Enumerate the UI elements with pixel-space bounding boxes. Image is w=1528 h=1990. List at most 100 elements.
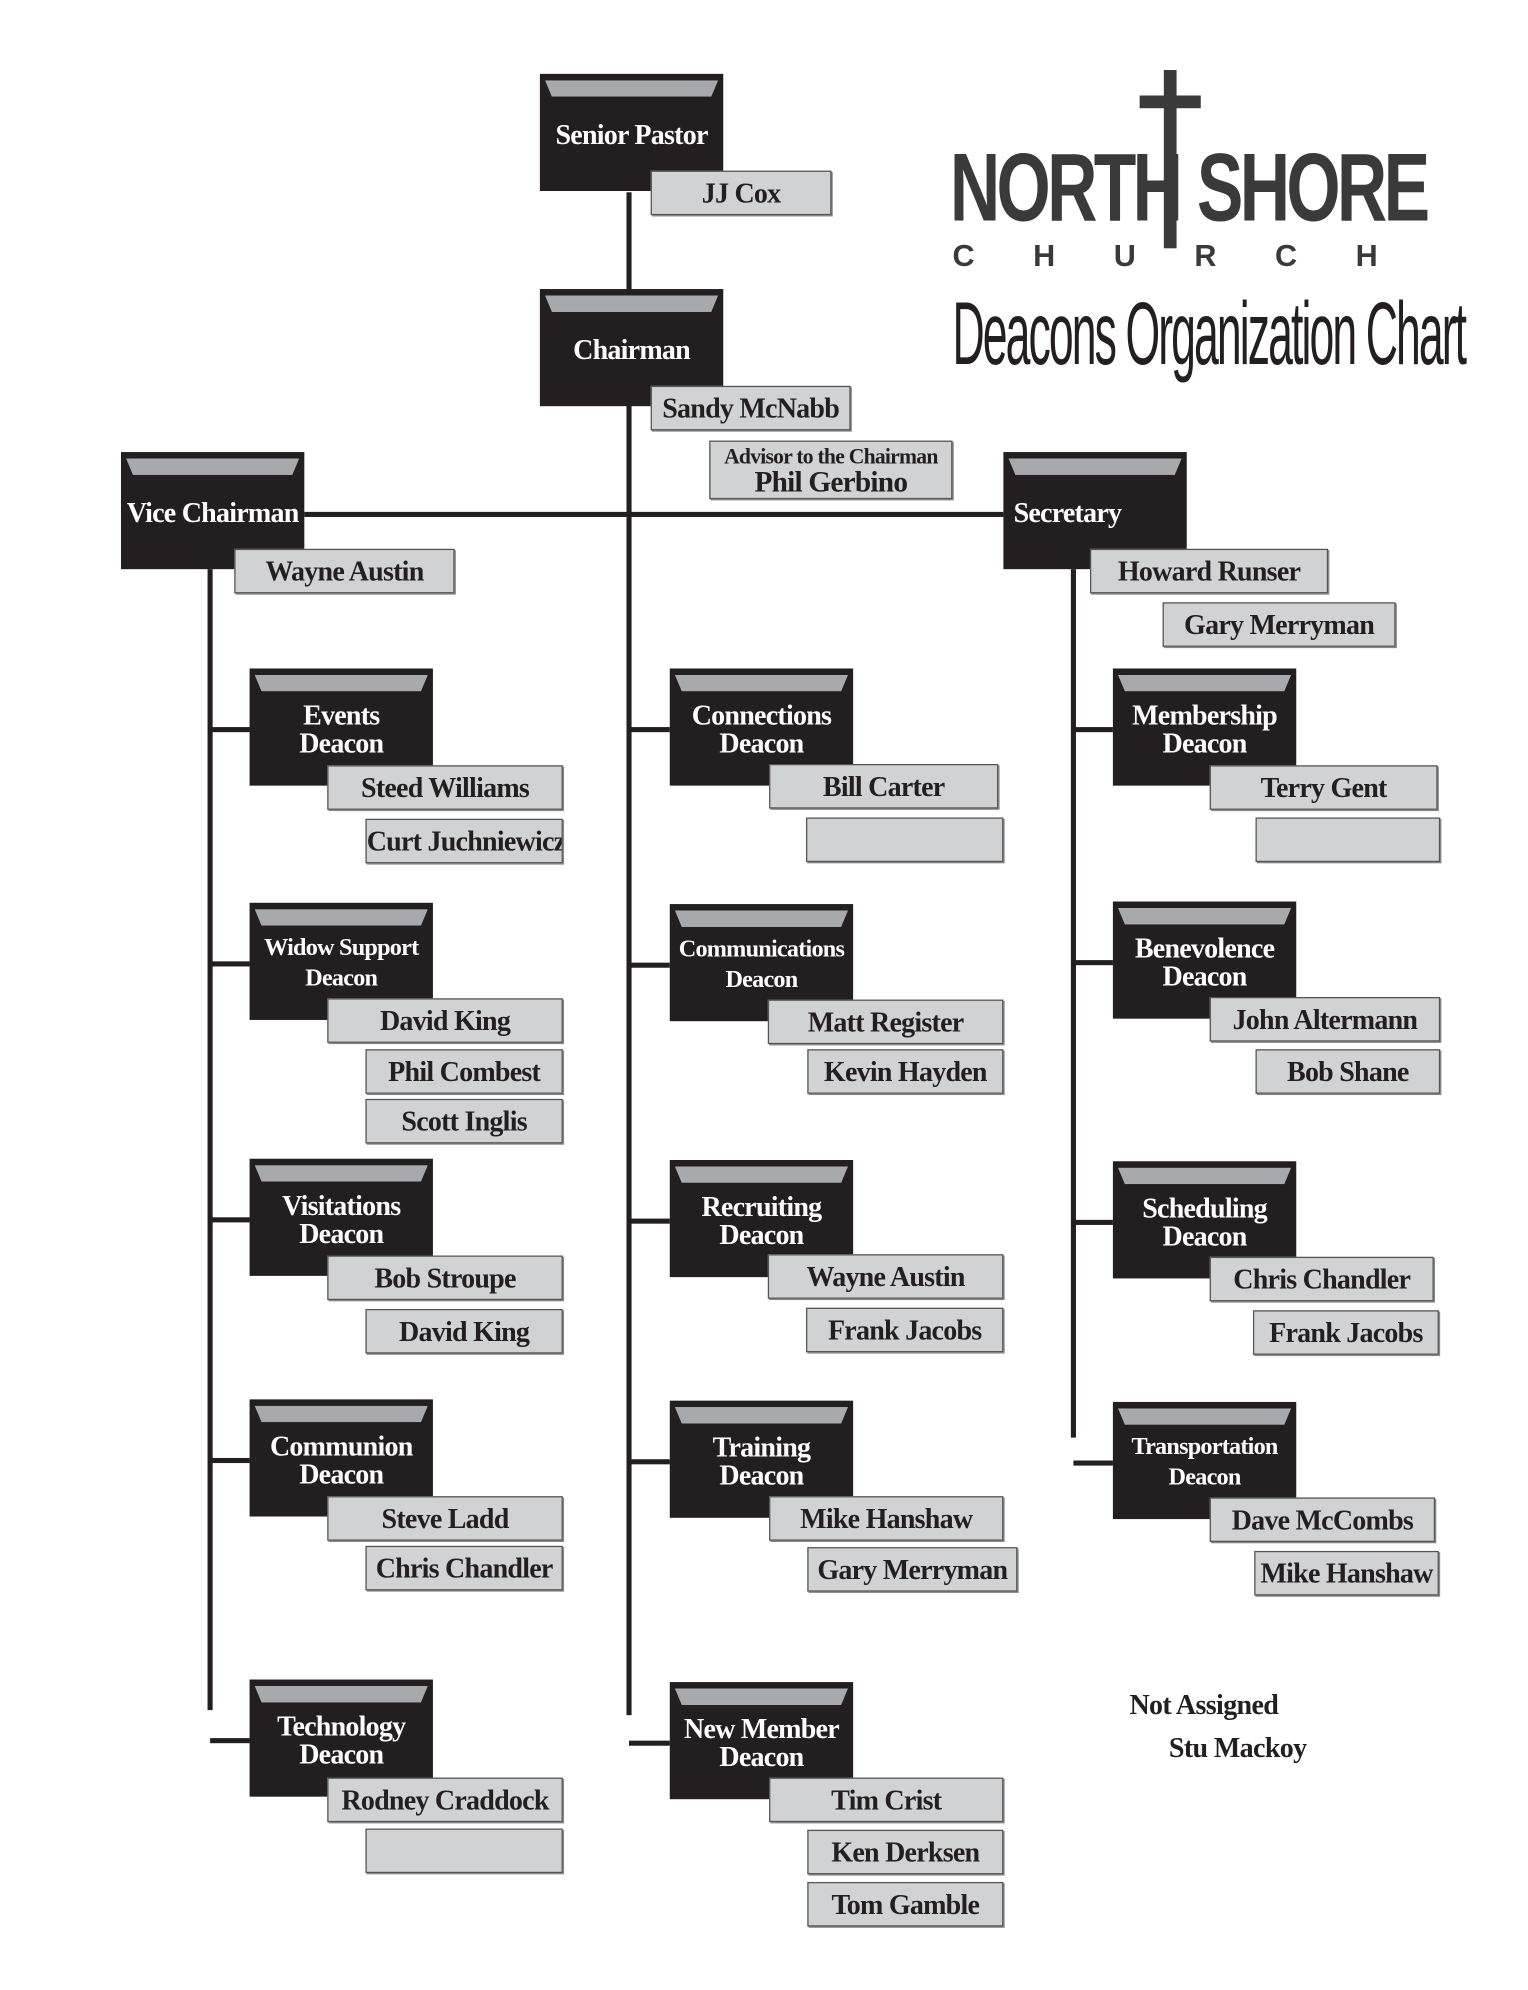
role-cap <box>254 1405 428 1423</box>
role-title: Senior Pastor <box>542 99 720 170</box>
advisor-label: Advisor to the Chairman <box>724 444 938 469</box>
connector <box>210 1457 250 1464</box>
role-title-line: New Member <box>683 1712 840 1745</box>
role-title-line: Deacon <box>299 727 384 759</box>
role-cap <box>674 1407 849 1424</box>
logo-cross-icon <box>1163 70 1177 249</box>
member-name: Chris Chandler <box>1209 1256 1434 1302</box>
role-title-line: Chairman <box>573 333 691 366</box>
member-name: Wayne Austin <box>234 548 455 594</box>
role-cap <box>674 1688 849 1705</box>
connector <box>1073 727 1113 733</box>
role-title-line: Scheduling <box>1142 1191 1267 1224</box>
member-name: Kevin Hayden <box>807 1049 1004 1094</box>
role-title-line: Deacon <box>305 965 378 992</box>
role-cap <box>126 458 300 475</box>
role-title-line: Technology <box>277 1710 406 1742</box>
logo-north: NORTH <box>949 133 1183 242</box>
chart-title: Deacons Organization Chart <box>952 283 1467 384</box>
member-name: Steed Williams <box>327 765 563 810</box>
member-name: Scott Inglis <box>365 1098 563 1144</box>
member-name: Howard Runser <box>1089 548 1329 594</box>
member-name: David King <box>327 998 563 1043</box>
role-title-line: Deacon <box>719 1218 804 1251</box>
member-name: JJ Cox <box>650 170 832 216</box>
role-cap <box>1117 674 1292 692</box>
member-name: Curt Juchniewicz <box>365 818 563 864</box>
role-title-line: Deacon <box>299 1738 384 1770</box>
role-title: Vice Chairman <box>124 477 302 548</box>
role-title-line: Communion <box>269 1429 413 1462</box>
connector <box>210 727 250 733</box>
connector <box>629 727 670 733</box>
connector <box>626 192 632 1716</box>
member-name: Phil Combest <box>365 1049 563 1094</box>
connector <box>629 1459 670 1465</box>
role-title-line: Benevolence <box>1134 932 1275 964</box>
role-title-line: Deacon <box>299 1457 384 1490</box>
member-name: John Altermann <box>1209 997 1441 1042</box>
role-title-line: Events <box>303 699 380 731</box>
member-name: Terry Gent <box>1209 765 1438 810</box>
role-title-line: Communications <box>678 935 845 963</box>
member-name: Bill Carter <box>769 763 999 809</box>
role-title-line: Membership <box>1132 699 1278 731</box>
member-name: Chris Chandler <box>365 1545 563 1591</box>
member-name: Mike Hanshaw <box>1254 1550 1439 1596</box>
connector <box>629 1218 670 1224</box>
role-title-line: Training <box>712 1431 811 1464</box>
role-title-line: Recruiting <box>701 1190 822 1223</box>
connector <box>210 1217 250 1223</box>
member-name: Dave McCombs <box>1209 1497 1436 1543</box>
role-title-line: Deacon <box>719 1740 804 1773</box>
role-cap <box>544 80 719 97</box>
connector <box>1073 1219 1113 1225</box>
role-title-line: Transportation <box>1131 1433 1278 1461</box>
role-cap <box>674 910 849 927</box>
connector <box>207 569 213 1711</box>
top-senior_pastor-role: Senior Pastor <box>539 73 724 191</box>
member-name <box>1255 817 1441 863</box>
role-title-line: Deacon <box>1162 727 1248 759</box>
top-chairman-role: Chairman <box>539 289 724 407</box>
connector <box>629 1740 670 1746</box>
role-title-line: Deacon <box>299 1217 384 1250</box>
connector <box>629 962 670 968</box>
member-name: Steve Ladd <box>327 1496 563 1541</box>
connector <box>1073 1460 1113 1466</box>
member-name <box>365 1828 563 1874</box>
role-cap <box>254 1165 428 1182</box>
role-cap <box>1008 458 1182 475</box>
role-title-line: Deacon <box>719 1459 804 1492</box>
role-title-line: Deacon <box>1162 1219 1248 1252</box>
role-title-line: Deacon <box>719 727 804 759</box>
role-cap <box>674 1166 849 1183</box>
connector <box>210 1738 250 1744</box>
member-name: Tim Crist <box>769 1777 1004 1823</box>
logo-cross-bar <box>1139 95 1201 109</box>
role-cap <box>544 295 719 312</box>
advisor-name: Phil Gerbino <box>754 466 908 498</box>
member-name: Gary Merryman <box>807 1547 1018 1592</box>
member-name: Bob Stroupe <box>327 1255 563 1301</box>
role-title-line: Secretary <box>1013 496 1122 529</box>
role-title-line: Connections <box>691 699 832 731</box>
role-title-line: Deacon <box>1168 1464 1242 1492</box>
member-name: Wayne Austin <box>767 1254 1004 1299</box>
logo-church: CHURCH <box>952 239 1437 274</box>
role-cap <box>1117 1167 1292 1185</box>
